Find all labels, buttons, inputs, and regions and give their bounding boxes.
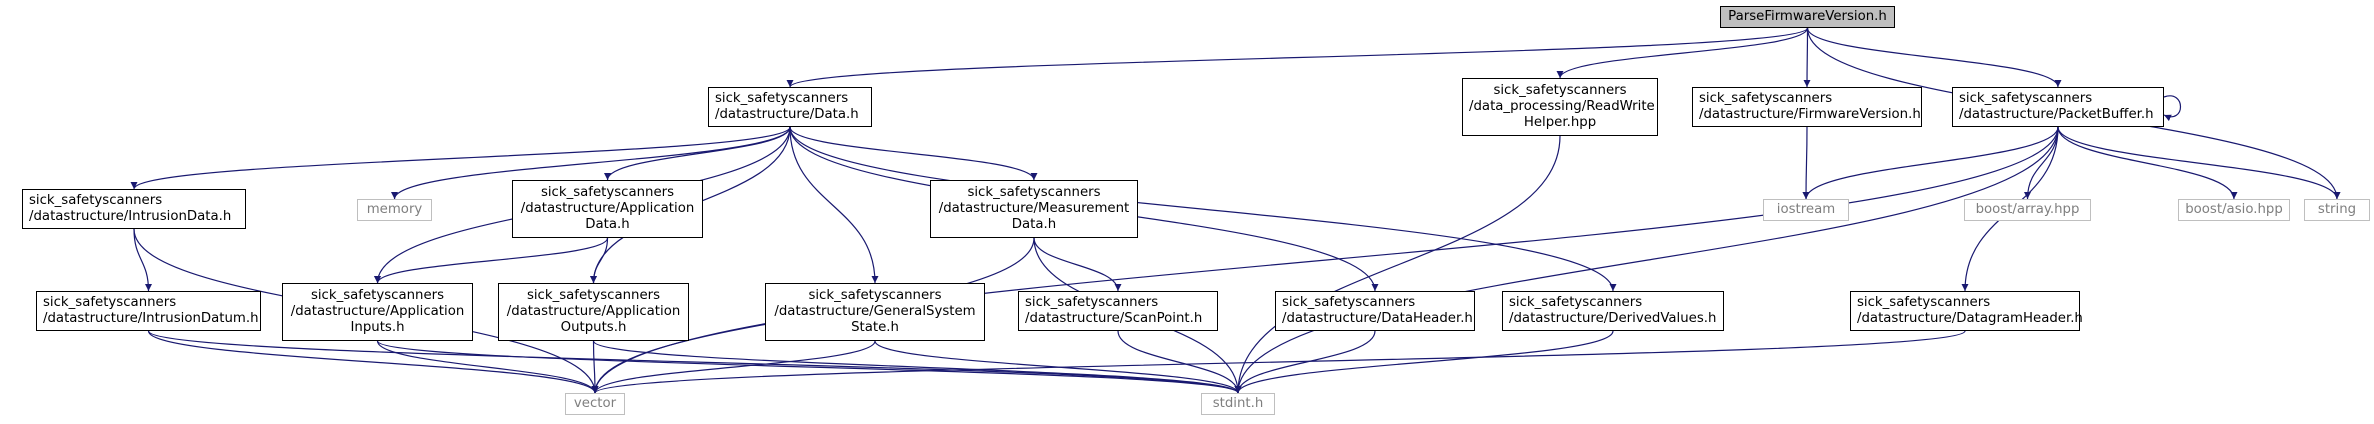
node-general-system-state-h[interactable]: sick_safetyscanners/datastructure/Genera… (765, 283, 985, 341)
edge-root-to-fw (1803, 27, 1811, 88)
edge-idat-to-std (147, 330, 1242, 394)
edge-data-to-dv (789, 126, 1617, 292)
node-derived-values-h[interactable]: sick_safetyscanners/datastructure/Derive… (1502, 291, 1724, 331)
edge-appdata-to-appin (374, 237, 609, 284)
node-firmware-version-h[interactable]: sick_safetyscanners/datastructure/Firmwa… (1692, 87, 1922, 127)
node-intrusion-data-h[interactable]: sick_safetyscanners/datastructure/Intrus… (22, 189, 246, 229)
edge-data-to-intr (130, 126, 791, 190)
node-measurement-data-h[interactable]: sick_safetyscanners/datastructure/Measur… (930, 180, 1138, 238)
edge-pb-to-ios (1802, 126, 2059, 200)
edge-pb-to-std (1234, 126, 2059, 394)
edge-data-to-gss (789, 126, 879, 284)
edge-fw-to-ios (1802, 126, 1810, 200)
edge-pb-to-vec (591, 126, 2059, 394)
edge-root-to-data (786, 27, 1809, 88)
edge-root-to-rw (1556, 27, 1809, 79)
node-data-h[interactable]: sick_safetyscanners/datastructure/Data.h (708, 87, 872, 127)
edge-dg-to-vec (591, 330, 1966, 394)
edge-data-to-meas (789, 126, 1038, 181)
node-parse-firmware-version: ParseFirmwareVersion.h (1720, 6, 1895, 28)
edge-meas-to-sp (1033, 237, 1122, 292)
node-string: string (2304, 199, 2370, 221)
node-vector: vector (565, 393, 625, 415)
node-data-header-h[interactable]: sick_safetyscanners/datastructure/DataHe… (1275, 291, 1475, 331)
edge-pb-to-arr (2024, 126, 2059, 200)
edge-data-to-appdata (604, 126, 791, 181)
node-application-outputs-h[interactable]: sick_safetyscanners/datastructure/Applic… (498, 283, 689, 341)
edge-root-to-pb (1806, 27, 2062, 88)
node-boost-asio-hpp: boost/asio.hpp (2178, 199, 2290, 221)
node-stdint-h: stdint.h (1201, 393, 1275, 415)
edge-rw-to-std (1234, 135, 1561, 394)
node-application-inputs-h[interactable]: sick_safetyscanners/datastructure/Applic… (282, 283, 473, 341)
edge-appin-to-std (376, 340, 1242, 394)
node-readwrite-helper-hpp[interactable]: sick_safetyscanners/data_processing/Read… (1462, 78, 1658, 136)
node-memory: memory (357, 199, 432, 221)
edge-sp-to-std (1117, 330, 1242, 394)
edge-appdata-to-appout (590, 237, 609, 284)
edge-intr-to-idat (133, 228, 152, 292)
edge-idat-to-vec (147, 330, 599, 394)
edge-dh-to-std (1234, 330, 1376, 394)
edge-pb-to-str (2057, 126, 2341, 200)
node-application-data-h[interactable]: sick_safetyscanners/datastructure/Applic… (512, 180, 703, 238)
node-datagram-header-h[interactable]: sick_safetyscanners/datastructure/Datagr… (1850, 291, 2083, 331)
edge-pb-to-pb (2163, 95, 2182, 122)
node-packet-buffer-h[interactable]: sick_safetyscanners/datastructure/Packet… (1952, 87, 2164, 127)
edge-pb-to-asio (2057, 126, 2238, 200)
node-intrusion-datum-h[interactable]: sick_safetyscanners/datastructure/Intrus… (36, 291, 261, 331)
edge-appin-to-vec (376, 340, 599, 394)
edge-appout-to-std (592, 340, 1242, 394)
edge-dv-to-std (1234, 330, 1614, 394)
node-scan-point-h[interactable]: sick_safetyscanners/datastructure/ScanPo… (1018, 291, 1218, 331)
node-boost-array-hpp: boost/array.hpp (1964, 199, 2091, 221)
node-iostream: iostream (1763, 199, 1849, 221)
edge-gss-to-vec (591, 340, 876, 394)
